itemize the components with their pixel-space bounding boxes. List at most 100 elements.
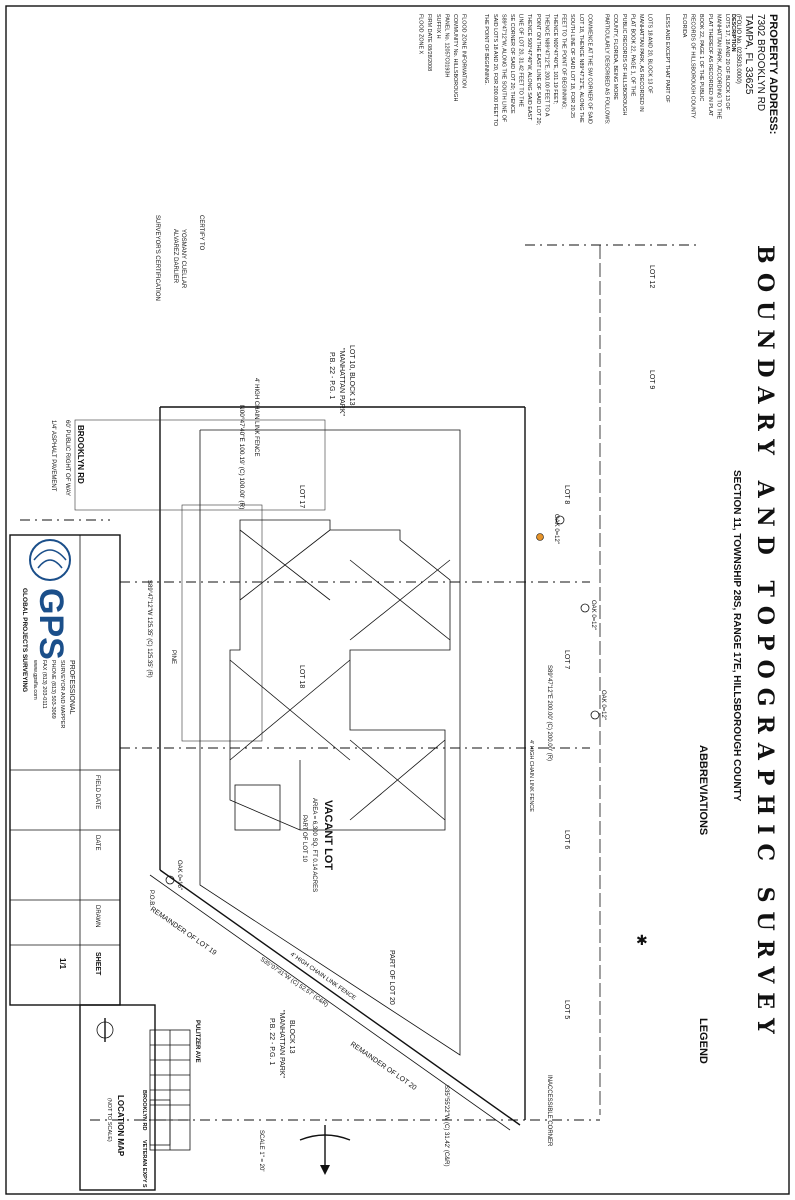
lot17-label: LOT 17 — [298, 485, 305, 508]
property-block: PROPERTY ADDRESS: 7302 BROOKLYN RD TAMPA… — [418, 14, 779, 134]
field-date-label: FIELD DATE — [94, 775, 100, 809]
description-line-20: THENCE N00°47'40"E, 101.19 FEET; — [552, 14, 558, 104]
asphalt-label: 1/4' ASPHALT PAVEMENT — [50, 420, 56, 492]
pob-label: P.O.B. — [148, 890, 154, 907]
certify-block: CERTIFY TO YOSMANY CUELLAR ALVAREZ DARLI… — [154, 215, 204, 301]
bearing-end: S35°55'22"W (C) 31.42' (C&R) — [443, 1085, 449, 1167]
property-city: TAMPA, FL 33625 — [743, 14, 754, 95]
lot5-label: LOT 5 — [563, 1000, 570, 1019]
block13-label: BLOCK 13 — [288, 1020, 295, 1054]
legend-label: LEGEND — [697, 1018, 709, 1064]
lot8-label: LOT 8 — [563, 485, 570, 504]
surveyor-certification: SURVEYOR'S CERTIFICATION — [154, 215, 160, 301]
description-line-10: MANHATTAN PARK, AS RECORDED IN — [638, 14, 644, 112]
oak-tree-1: OAK 0=12" — [536, 514, 565, 544]
flood-line-1: COMMUNITY No. HILLSBOROUGH — [452, 14, 458, 101]
brooklyn-rd-label: BROOKLYN RD — [76, 425, 85, 484]
lot9-label: LOT 9 — [648, 370, 655, 389]
flood-line-2: PANEL No. 12057C0193H — [443, 14, 449, 77]
description-line-14: PARTICULARLY DESCRIBED AS FOLLOWS: — [604, 14, 610, 124]
description-line-19: FEET TO THE POINT OF BEGINNING; — [561, 14, 567, 109]
bearing-right: S89°47'12"E 200.00' (C) 200.00' (R) — [546, 665, 552, 761]
driveway-hatch — [74, 419, 326, 742]
oak-tree-3: OAK 0=12" — [590, 690, 606, 720]
lot12-label: LOT 12 — [648, 265, 655, 288]
vacant-lot-area: AREA = 6,300 SQ. FT 0.14 ACRES — [311, 798, 317, 892]
description-line-4: RECORDS OF HILLSBOROUGH COUNTY — [690, 14, 696, 119]
lot10-label: LOT 10, BLOCK 13 — [348, 345, 355, 406]
fence-right-label: 4' HIGH CHAIN LINK FENCE — [528, 740, 534, 812]
flood-line-5: FLOOD ZONE X — [418, 14, 424, 55]
description-line-26: S89°47'12"W, ALONG THE SOUTH LINE OF — [500, 14, 506, 123]
tree-legend-icon: ✱ — [636, 932, 648, 948]
oak-label-4: OAK 0=16" — [176, 860, 182, 890]
block13-pb: P.B. 22 - P.G. 1 — [268, 1018, 275, 1065]
vacant-lot-label: VACANT LOT — [322, 800, 334, 870]
description-line-11: PLAT BOOK 22, PAGE 1, OF THE — [629, 14, 635, 97]
company-line-1: SURVEYOR AND MAPPER — [59, 660, 65, 728]
description-line-2: PLAT THEREOF AS RECORDED IN PLAT — [707, 14, 713, 117]
company-line-4: www.gpsfla.com — [32, 659, 38, 700]
location-street-pulitzer: PULITZER AVE — [194, 1020, 200, 1063]
oak-tree-4: OAK 0=16" — [165, 860, 182, 890]
bearing-left: S89°47'12"W 125.35' (C) 125.35' (R) — [146, 580, 152, 678]
description-line-28: THE POINT OF BEGINNING. — [483, 14, 489, 85]
property-folio: (FOLIO No. 023503.0000) — [735, 14, 741, 84]
description-line-21: THENCE N89°47'12"E, 200.00 FEET TO A — [543, 14, 549, 117]
description-line-18: SOUTH LINE OF SAID LOT 18, FOR 20.25 — [569, 14, 575, 118]
description-line-13: COUNTY, FLORIDA, BEING MORE — [612, 14, 618, 100]
description-line-17: LOT 18, THENCE N89°47'12"E, ALONG THE — [578, 14, 584, 123]
description-line-0: LOTS 17, 18 AND 20 OF BLOCK 13 OF — [724, 14, 730, 111]
description-line-24: LINE OF LOT 20, 31.42 FEET TO THE — [518, 14, 524, 107]
description-line-23: THENCE S00°47'40"W, ALONG SAID EAST — [526, 14, 532, 121]
description-line-22: POINT ON THE EAST LINE OF SAID LOT 20; — [535, 14, 541, 126]
location-map-sub: (NOT TO SCALE) — [106, 1098, 112, 1142]
parcel-outline — [199, 429, 461, 1056]
survey-title: BOUNDARY AND TOPOGRAPHIC SURVEY — [752, 245, 778, 1043]
subtitle-block: SECTION 11, TOWNSHIP 28S, RANGE 17E, HIL… — [731, 470, 742, 802]
description-line-5: FLORIDA — [681, 14, 687, 38]
property-heading: PROPERTY ADDRESS: — [767, 14, 779, 134]
sheet-number: 1/1 — [58, 958, 67, 970]
company-line-3: FAX (813) 203-0111 — [41, 660, 47, 709]
flood-line-4: FIRM DATE 08/28/2008 — [426, 14, 432, 71]
plan-labels: LOT 10, BLOCK 13 "MANHATTAN PARK" P.B. 2… — [50, 265, 655, 1167]
survey-subtitle: SECTION 11, TOWNSHIP 28S, RANGE 17E, HIL… — [731, 470, 742, 802]
date-label: DATE — [94, 835, 100, 851]
oak-label-2: OAK 0=12" — [590, 600, 596, 630]
lot10-pb: P.B. 22 - P.G. 1 — [328, 352, 335, 399]
lot10-sub: "MANHATTAN PARK" — [338, 348, 345, 416]
oak-label-3: OAK 0=12" — [600, 690, 606, 720]
svg-text:✱: ✱ — [636, 932, 648, 948]
flood-line-0: FLOOD ZONE INFORMATION — [461, 14, 467, 88]
lot18-label: LOT 18 — [298, 665, 305, 688]
north-arrow-icon — [96, 1018, 114, 1042]
description-line-27: SAID LOTS 18 AND 20, FOR 200.00 FEET TO — [492, 14, 498, 126]
north-arrow-main-icon — [299, 1125, 351, 1175]
description-line-12: PUBLIC RECORDS OF HILLSBOROUGH — [621, 14, 627, 115]
flood-line-3: SUFFIX H — [435, 14, 441, 39]
title-block: BOUNDARY AND TOPOGRAPHIC SURVEY — [752, 245, 778, 1043]
fence-diagonal-line — [149, 874, 511, 1131]
gps-logo-icon — [29, 539, 71, 581]
description-line-3: BOOK 22, PAGE 1 OF THE PUBLIC — [698, 14, 704, 101]
company-name: GLOBAL PROJECTS SURVEYING — [21, 588, 28, 692]
location-map-grid — [149, 1029, 191, 1151]
location-map-title: LOCATION MAP — [116, 1095, 125, 1157]
company-block: GPS GLOBAL PROJECTS SURVEYING PROFESSION… — [9, 534, 121, 1006]
description-line-7: LESS AND EXCEPT THAT PART OF — [664, 14, 670, 103]
fence-diagonal-label: 4' HIGH CHAIN LINK FENCE — [289, 952, 357, 1002]
company-line-2: PHONE (813) 503-3069 — [50, 660, 56, 719]
oak-tree-2: OAK 0=12" — [580, 600, 596, 630]
location-street-brooklyn: BROOKLYN RD — [141, 1090, 147, 1130]
certify-name-1: YOSMANY CUELLAR — [180, 229, 186, 289]
remainder-lot20: REMAINDER OF LOT 20 — [349, 1041, 418, 1092]
drawn-label: DRAWN — [94, 905, 100, 927]
location-map: LOCATION MAP (NOT TO SCALE) PULITZER AVE… — [79, 1004, 200, 1191]
sheet-border — [5, 5, 790, 1195]
pine-label: PINE — [170, 650, 176, 664]
